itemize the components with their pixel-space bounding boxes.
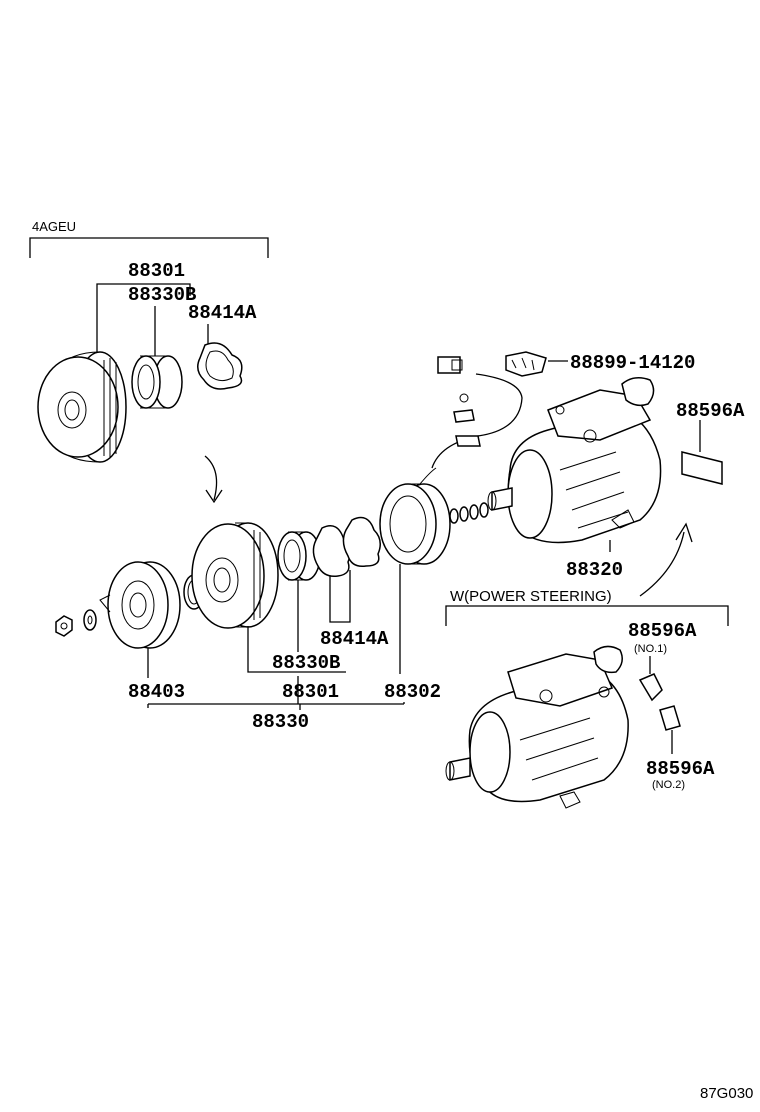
label-4ageu-88330b: 88330B bbox=[128, 284, 196, 306]
label-88403: 88403 bbox=[128, 681, 185, 703]
variant-power-steering-bracket bbox=[445, 605, 729, 626]
note-no2: (NO.2) bbox=[652, 779, 685, 791]
variant-4ageu-heading: 4AGEU bbox=[32, 219, 76, 234]
leader-4ageu-88301 bbox=[96, 283, 191, 356]
hub-88403-part bbox=[99, 561, 181, 649]
arrow-4ageu-to-main bbox=[204, 455, 218, 501]
label-plate-no2-part bbox=[659, 705, 681, 731]
label-88330b-main: 88330B bbox=[272, 652, 340, 674]
clamp-part bbox=[453, 393, 481, 447]
switch-88899-14120-part bbox=[505, 351, 547, 377]
leader-88301-main bbox=[247, 626, 346, 673]
figure-code: 87G030 bbox=[700, 1085, 753, 1102]
connector-part bbox=[437, 356, 463, 374]
label-88330: 88330 bbox=[252, 711, 309, 733]
pulley-88301-part bbox=[191, 522, 279, 629]
ring-88414a-part-b bbox=[342, 516, 381, 568]
note-no1: (NO.1) bbox=[634, 643, 667, 655]
label-plate-88596a-part bbox=[681, 451, 723, 485]
label-plate-no1-part bbox=[638, 673, 663, 702]
compressor-88320-part bbox=[487, 377, 662, 544]
label-88302: 88302 bbox=[384, 681, 441, 703]
variant-power-steering-group: W(POWER STEERING) 88596A (NO.1) 88596A (… bbox=[445, 522, 729, 809]
label-88596a-no1: 88596A bbox=[628, 620, 697, 642]
label-88320: 88320 bbox=[566, 559, 623, 581]
arrow-power-steering bbox=[639, 531, 685, 597]
bearing-4ageu-part bbox=[131, 355, 183, 409]
variant-4ageu-bracket bbox=[29, 237, 269, 258]
label-88414a-main: 88414A bbox=[320, 628, 389, 650]
label-88596a-no2: 88596A bbox=[646, 758, 715, 780]
label-4ageu-88301: 88301 bbox=[128, 260, 185, 282]
bracket-88330 bbox=[147, 702, 405, 708]
label-88899-14120: 88899-14120 bbox=[570, 352, 695, 374]
snap-ring-4ageu-part bbox=[197, 342, 243, 390]
label-4ageu-88414a: 88414A bbox=[188, 302, 257, 324]
label-88301-main: 88301 bbox=[282, 681, 339, 703]
variant-power-steering-heading: W(POWER STEERING) bbox=[450, 588, 612, 605]
nut-part bbox=[55, 615, 73, 637]
washer-part bbox=[83, 609, 97, 631]
bearing-88330b-part bbox=[277, 531, 321, 581]
shim-washers-part bbox=[449, 502, 489, 524]
pulley-4ageu-part bbox=[37, 351, 127, 463]
variant-4ageu-group: 4AGEU 88301 88330B 88414A bbox=[29, 219, 269, 504]
compressor-power-steering-part bbox=[445, 645, 629, 809]
main-assembly-group: 88899-14120 88320 88596A bbox=[55, 351, 745, 733]
label-88596a: 88596A bbox=[676, 400, 745, 422]
coil-88302-part bbox=[379, 467, 451, 565]
leader-88414a-main bbox=[329, 570, 351, 623]
wire-harness bbox=[431, 373, 523, 469]
